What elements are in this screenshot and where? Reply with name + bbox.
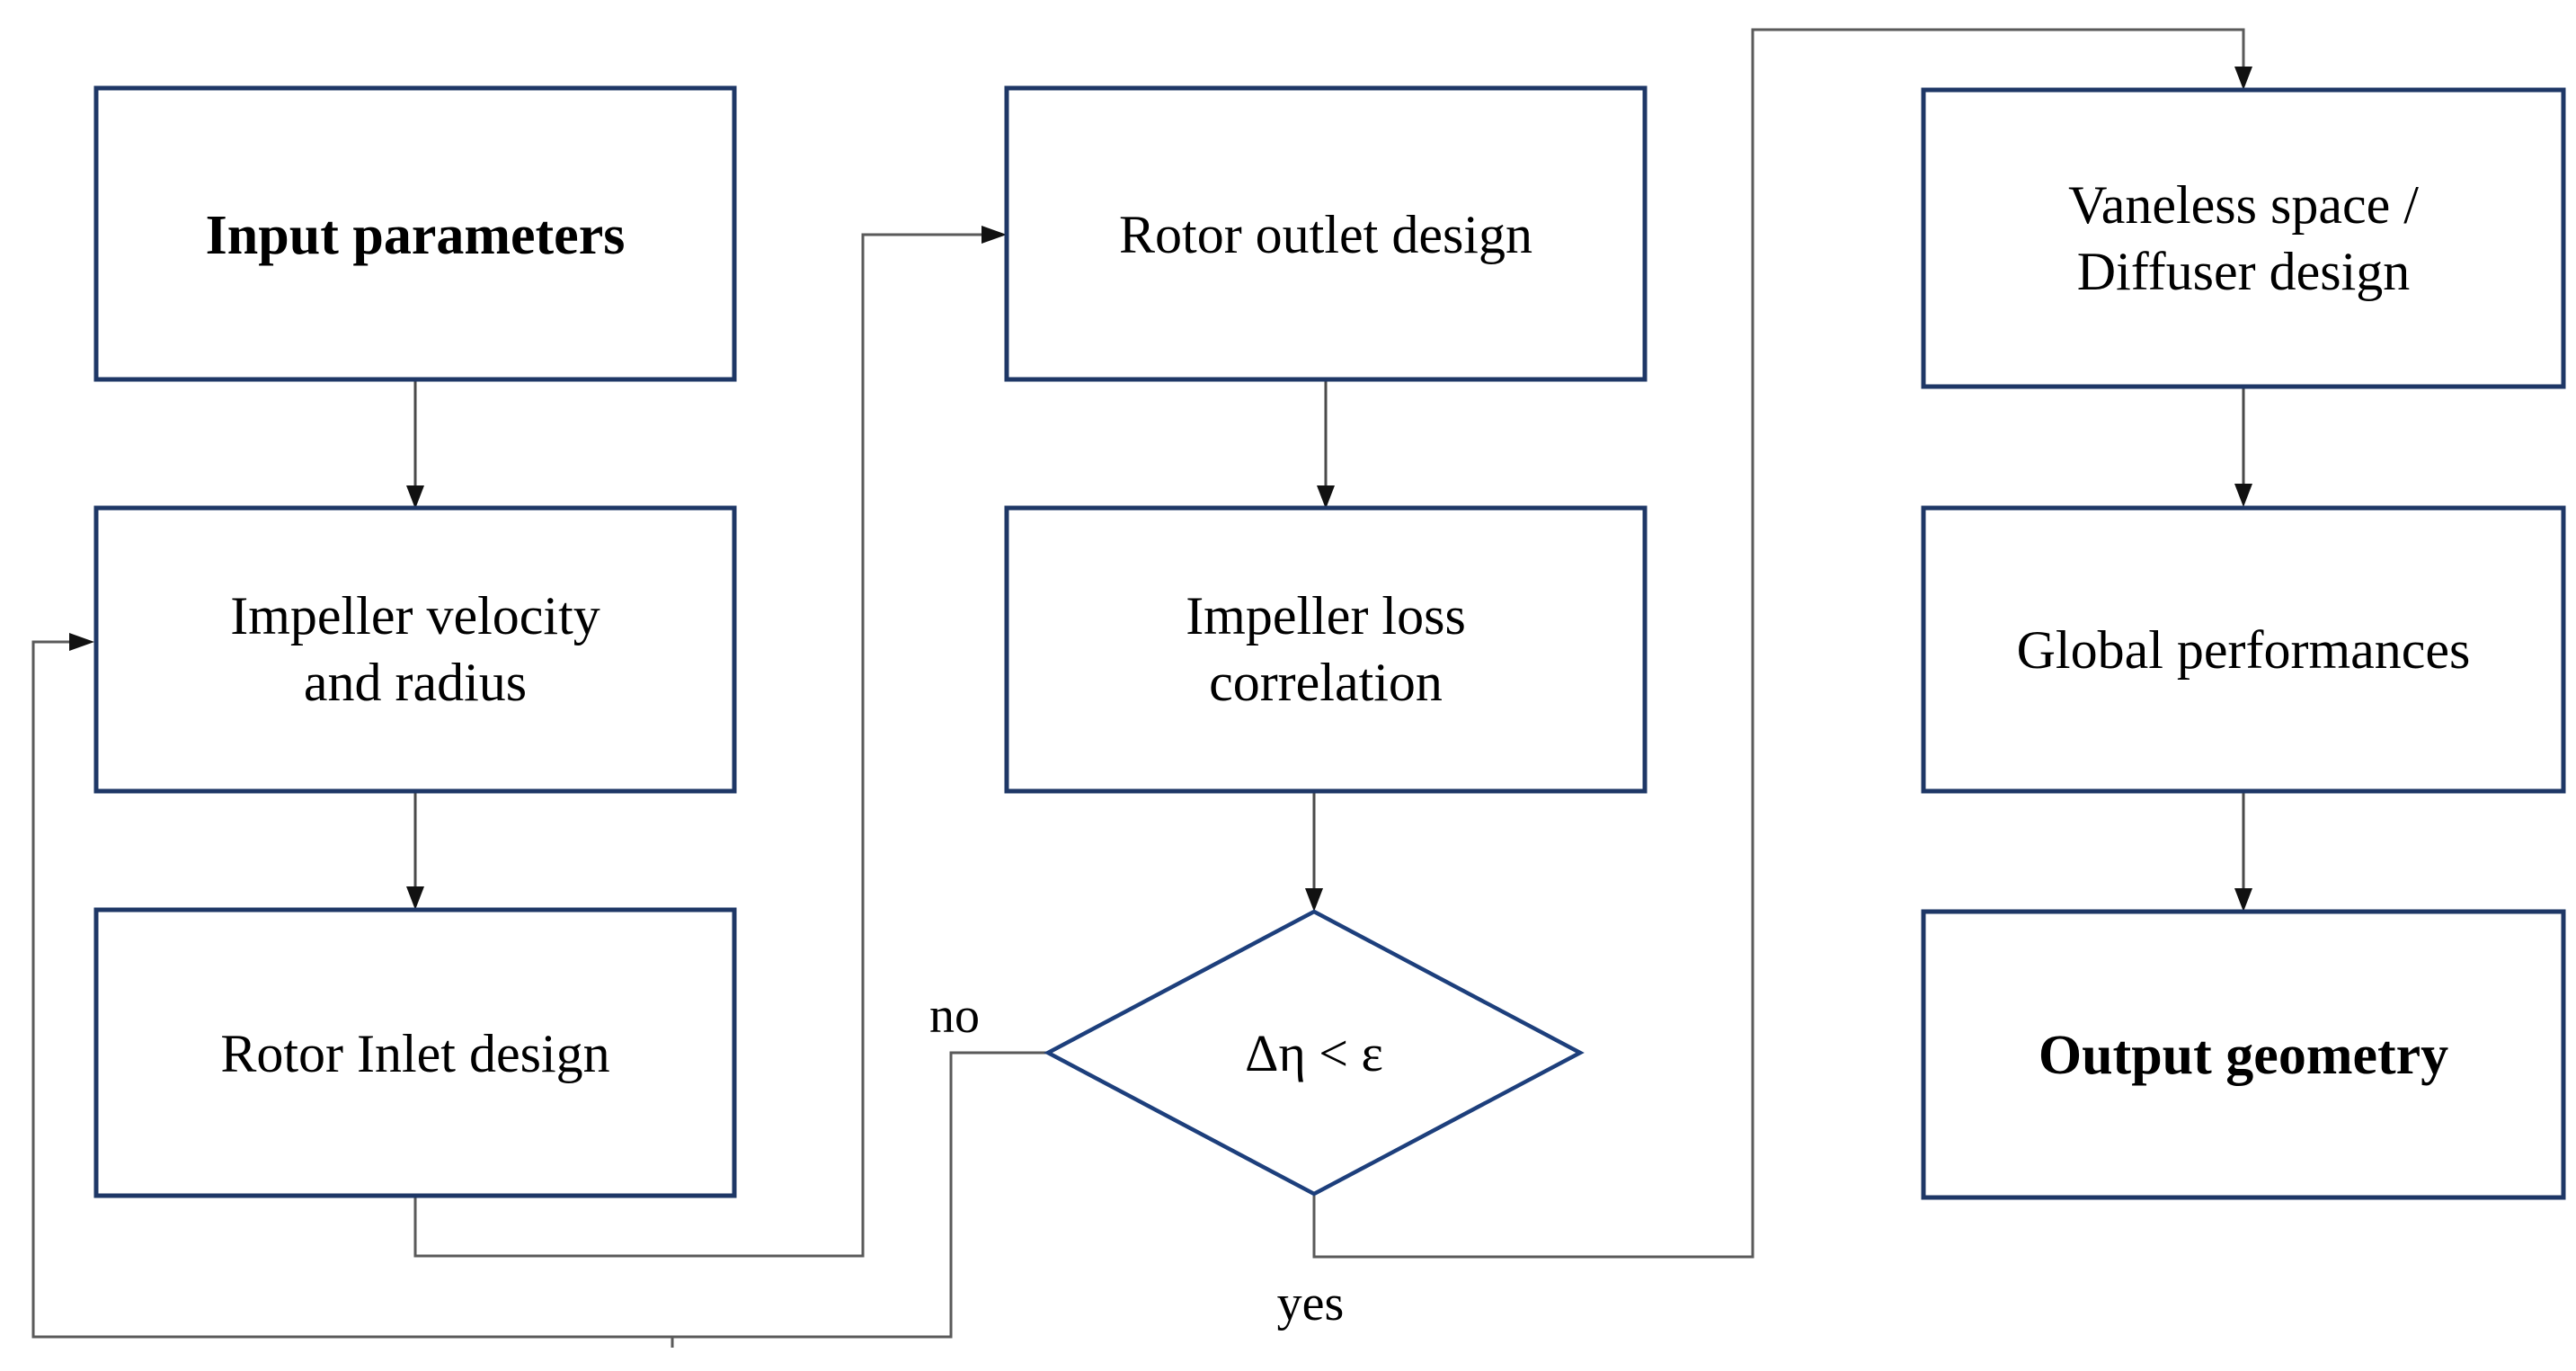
node-input-parameters: Input parameters — [93, 85, 737, 382]
node-vaneless-space-diffuser-design-label-line1: Vaneless space / — [2068, 175, 2419, 235]
arrowhead-down-icon — [406, 886, 424, 910]
node-vaneless-space-diffuser-design-box — [1921, 87, 2566, 389]
arrowhead-down-icon — [2234, 484, 2252, 507]
node-impeller-loss-correlation: Impeller loss correlation — [1004, 505, 1648, 794]
edge-inlet-to-outlet — [413, 233, 982, 1258]
node-rotor-outlet-design: Rotor outlet design — [1004, 85, 1648, 382]
arrowhead-down-icon — [2234, 67, 2252, 90]
node-input-parameters-label: Input parameters — [206, 205, 626, 266]
node-rotor-outlet-design-label: Rotor outlet design — [1119, 205, 1532, 264]
branch-label-no: no — [929, 988, 980, 1044]
node-impeller-velocity-radius: Impeller velocity and radius — [93, 505, 737, 794]
node-global-performances-label: Global performances — [2017, 620, 2471, 680]
node-convergence-decision-diamond — [1044, 909, 1585, 1197]
node-impeller-velocity-radius-box — [93, 505, 737, 794]
node-convergence-decision: Δη < ε — [1044, 909, 1585, 1197]
node-global-performances-box — [1921, 505, 2566, 794]
node-rotor-inlet-design-label: Rotor Inlet design — [220, 1024, 609, 1083]
arrowhead-right-icon — [69, 633, 94, 651]
node-input-parameters-box — [93, 85, 737, 382]
branch-label-yes: yes — [1277, 1276, 1345, 1331]
node-rotor-inlet-design-box — [93, 907, 737, 1198]
node-global-performances: Global performances — [1921, 505, 2566, 794]
node-convergence-decision-label: Δη < ε — [1245, 1024, 1383, 1082]
node-impeller-loss-correlation-box — [1004, 505, 1648, 794]
arrowhead-down-icon — [1317, 485, 1335, 509]
arrowhead-down-icon — [2234, 888, 2252, 912]
node-rotor-outlet-design-box — [1004, 85, 1648, 382]
node-output-geometry-label: Output geometry — [2039, 1025, 2448, 1086]
node-output-geometry: Output geometry — [1921, 909, 2566, 1200]
node-impeller-velocity-radius-label-line2: and radius — [304, 653, 527, 712]
node-impeller-loss-correlation-label-line2: correlation — [1209, 653, 1443, 712]
node-output-geometry-box — [1921, 909, 2566, 1200]
connectors — [31, 28, 2252, 1348]
arrowhead-down-icon — [1305, 888, 1323, 912]
arrowhead-right-icon — [982, 226, 1007, 244]
edge-yes-to-vaneless — [1312, 28, 2245, 1259]
arrowhead-down-icon — [406, 485, 424, 509]
node-vaneless-space-diffuser-design-label-line2: Diffuser design — [2077, 242, 2411, 301]
node-rotor-inlet-design: Rotor Inlet design — [93, 907, 737, 1198]
node-impeller-velocity-radius-label-line1: Impeller velocity — [230, 586, 600, 645]
edge-no-to-velocity — [31, 640, 1048, 1339]
node-vaneless-space-diffuser-design: Vaneless space / Diffuser design — [1921, 87, 2566, 389]
node-impeller-loss-correlation-label-line1: Impeller loss — [1186, 586, 1466, 645]
